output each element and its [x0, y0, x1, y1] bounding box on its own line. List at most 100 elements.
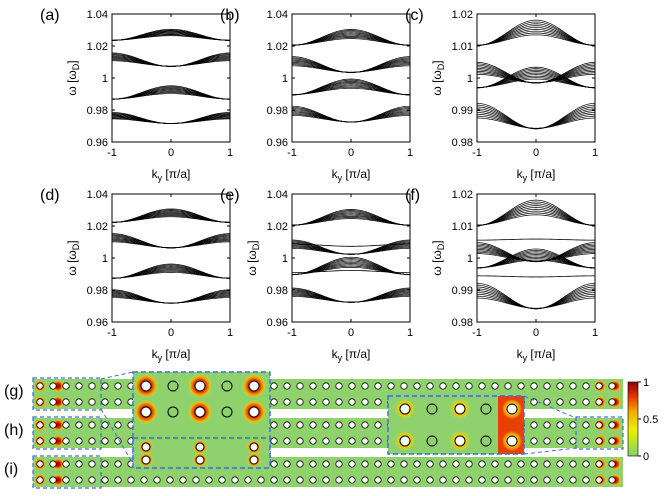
x-tick-label: 0: [533, 147, 539, 159]
band-5: [476, 275, 596, 278]
rod: [62, 421, 70, 429]
rod: [140, 476, 148, 484]
rod: [374, 382, 382, 390]
rod: [608, 476, 616, 484]
rod: [179, 476, 187, 484]
field-maps: (g)(h)(i): [4, 371, 624, 489]
rod: [192, 476, 200, 484]
rod: [101, 382, 109, 390]
band-line: [476, 115, 596, 129]
rod: [413, 382, 421, 390]
rod: [582, 437, 590, 445]
rod: [530, 460, 538, 468]
rod: [75, 476, 83, 484]
rod: [49, 460, 57, 468]
colorbar-tick-label: 0.5: [643, 414, 658, 426]
rod: [248, 380, 260, 392]
band-line: [476, 201, 596, 226]
rod: [439, 382, 447, 390]
band-4: [476, 102, 596, 130]
rod: [62, 437, 70, 445]
zoom-panel-right: [387, 395, 624, 455]
band-line: [476, 295, 596, 309]
band-line: [291, 115, 411, 123]
band-line: [291, 295, 411, 303]
rod: [478, 382, 486, 390]
band-line: [111, 263, 231, 279]
band-6: [476, 282, 596, 310]
y-tick-label: 0.99: [452, 285, 473, 297]
band-line: [111, 208, 231, 223]
rod: [361, 382, 369, 390]
rod: [608, 398, 616, 406]
rod: [167, 406, 179, 418]
field-row-2: (h): [4, 416, 623, 450]
rod: [374, 421, 382, 429]
x-axis-label: ky [π/a]: [332, 167, 371, 183]
band-line: [476, 110, 596, 129]
y-axis-label: ω [ωD]: [65, 240, 81, 275]
rod: [413, 460, 421, 468]
rod: [248, 406, 260, 418]
row-label: (h): [4, 422, 24, 439]
y-tick-label: 1.01: [452, 221, 473, 233]
rod: [194, 380, 206, 392]
band-line: [476, 25, 596, 46]
band-line: [476, 212, 596, 226]
rod: [506, 435, 518, 447]
band-line: [291, 113, 411, 123]
band-4: [291, 105, 411, 123]
rod: [491, 382, 499, 390]
band-1: [291, 29, 411, 46]
band-line: [476, 113, 596, 129]
rod: [595, 437, 603, 445]
rod: [75, 421, 83, 429]
rod: [348, 382, 356, 390]
rod: [439, 476, 447, 484]
band-line: [476, 23, 596, 46]
inset-frame: [575, 416, 624, 450]
rod: [335, 398, 343, 406]
band-line: [111, 85, 231, 100]
inset-frame: [32, 416, 102, 450]
rod: [543, 437, 551, 445]
rod: [296, 437, 304, 445]
rod: [452, 476, 460, 484]
rod: [530, 382, 538, 390]
hot-spot: [52, 419, 64, 431]
band-line: [476, 238, 596, 241]
band-line: [291, 246, 411, 255]
rod: [62, 398, 70, 406]
rod: [517, 382, 525, 390]
band-4: [111, 289, 231, 304]
rod: [595, 421, 603, 429]
rod: [49, 382, 57, 390]
band-line: [476, 102, 596, 130]
band-line: [291, 105, 411, 123]
rod: [387, 382, 395, 390]
rod: [296, 460, 304, 468]
rod: [36, 460, 44, 468]
rod: [296, 382, 304, 390]
x-axis-label: ky [π/a]: [152, 167, 191, 183]
rod: [426, 403, 438, 415]
rod: [167, 380, 179, 392]
y-tick-label: 1: [282, 73, 288, 85]
y-axis-label: ω [ωD]: [430, 240, 446, 275]
rod: [543, 421, 551, 429]
band-line: [291, 294, 411, 303]
hot-spot: [52, 435, 64, 447]
band-line: [111, 60, 231, 67]
zoom-frame: [387, 395, 525, 455]
rod: [582, 398, 590, 406]
rod: [556, 437, 564, 445]
rod: [62, 460, 70, 468]
rod: [75, 437, 83, 445]
y-tick-label: 0.96: [87, 137, 108, 149]
y-tick-label: 0.96: [267, 317, 288, 329]
rod: [530, 476, 538, 484]
rod: [400, 460, 408, 468]
rod: [348, 398, 356, 406]
y-tick-label: 1: [282, 253, 288, 265]
